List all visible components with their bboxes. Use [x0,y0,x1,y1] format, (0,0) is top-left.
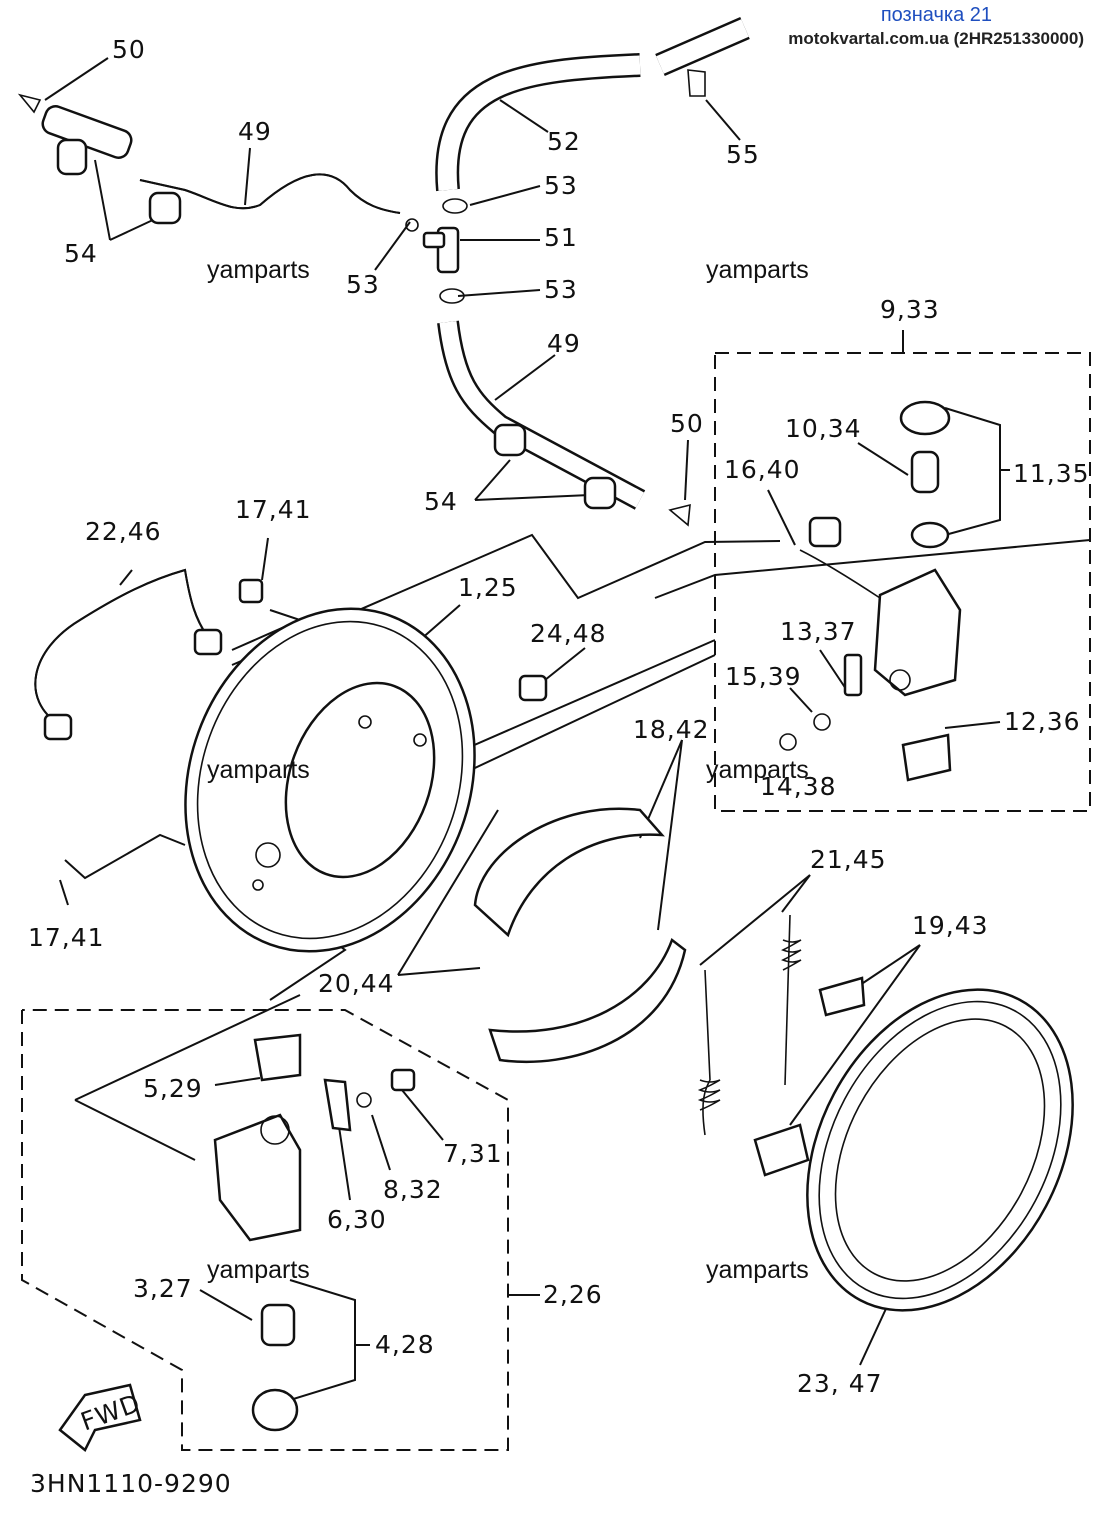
callout-label: 2,26 [543,1280,603,1309]
watermark-text: yamparts [207,256,310,284]
callout-labels: 50 49 54 52 53 51 53 53 55 49 9,33 50 54… [28,35,1090,1398]
callout-label: 10,34 [785,414,862,443]
callout-label: 23, 47 [797,1369,883,1398]
callout-label: 50 [112,35,146,64]
callout-label: 55 [726,140,760,169]
callout-label: 14,38 [760,772,837,801]
wheel-cylinder-lower [213,1033,416,1432]
callout-label: 17,41 [28,923,105,952]
callout-label: 8,32 [383,1175,443,1204]
callout-label: 53 [346,270,380,299]
drawing-code: 3HN1110-9290 [30,1469,232,1498]
brake-hose-top [435,16,750,304]
brake-shoes [473,807,687,1064]
watermark-text: yamparts [207,756,310,784]
callout-label: 52 [547,127,581,156]
callout-label: 9,33 [880,295,940,324]
callout-label: 53 [544,275,578,304]
watermark-text: yamparts [706,756,809,784]
callout-label: 21,45 [810,845,887,874]
brake-hose-left-cable [34,568,264,741]
return-springs [697,914,802,1136]
callout-label: 5,29 [143,1074,203,1103]
callout-label: 3,27 [133,1274,193,1303]
callout-label: 19,43 [912,911,989,940]
callout-label: 49 [238,117,272,146]
source-caption: motokvartal.com.ua (2HR251330000) [788,29,1084,48]
fwd-arrow: FWD [58,1383,145,1452]
callout-label: 7,31 [443,1139,503,1168]
shoe-adjuster-clips [753,976,866,1177]
callout-label: 49 [547,329,581,358]
watermark-text: yamparts [706,256,809,284]
callout-label: 12,36 [1004,707,1081,736]
brake-drum-seal [806,988,1074,1312]
callout-label: 13,37 [780,617,857,646]
brake-hose-upper-left [17,93,419,232]
three-way-joint [422,226,460,274]
callout-label: 54 [64,239,98,268]
callout-label: 15,39 [725,662,802,691]
callout-label: 4,28 [375,1330,435,1359]
diagram-reference-title: позначка 21 [880,4,992,26]
brake-backing-plate [184,607,548,953]
watermark-text: yamparts [207,1256,310,1284]
callout-label: 22,46 [85,517,162,546]
wheel-cylinder-upper [779,400,962,782]
watermarks: yamparts yamparts yamparts yamparts yamp… [207,256,809,1284]
callout-label: 16,40 [724,455,801,484]
callout-label: 24,48 [530,619,607,648]
callout-label: 20,44 [318,969,395,998]
callout-label: 17,41 [235,495,312,524]
callout-label: 51 [544,223,578,252]
leader-lines [21,57,1091,1451]
callout-label: 1,25 [458,573,518,602]
callout-label: 11,35 [1013,459,1090,488]
callout-label: 54 [424,487,458,516]
watermark-text: yamparts [706,1256,809,1284]
brake-hose-middle [437,320,691,527]
callout-label: 6,30 [327,1205,387,1234]
callout-label: 18,42 [633,715,710,744]
callout-label: 53 [544,171,578,200]
callout-label: 50 [670,409,704,438]
